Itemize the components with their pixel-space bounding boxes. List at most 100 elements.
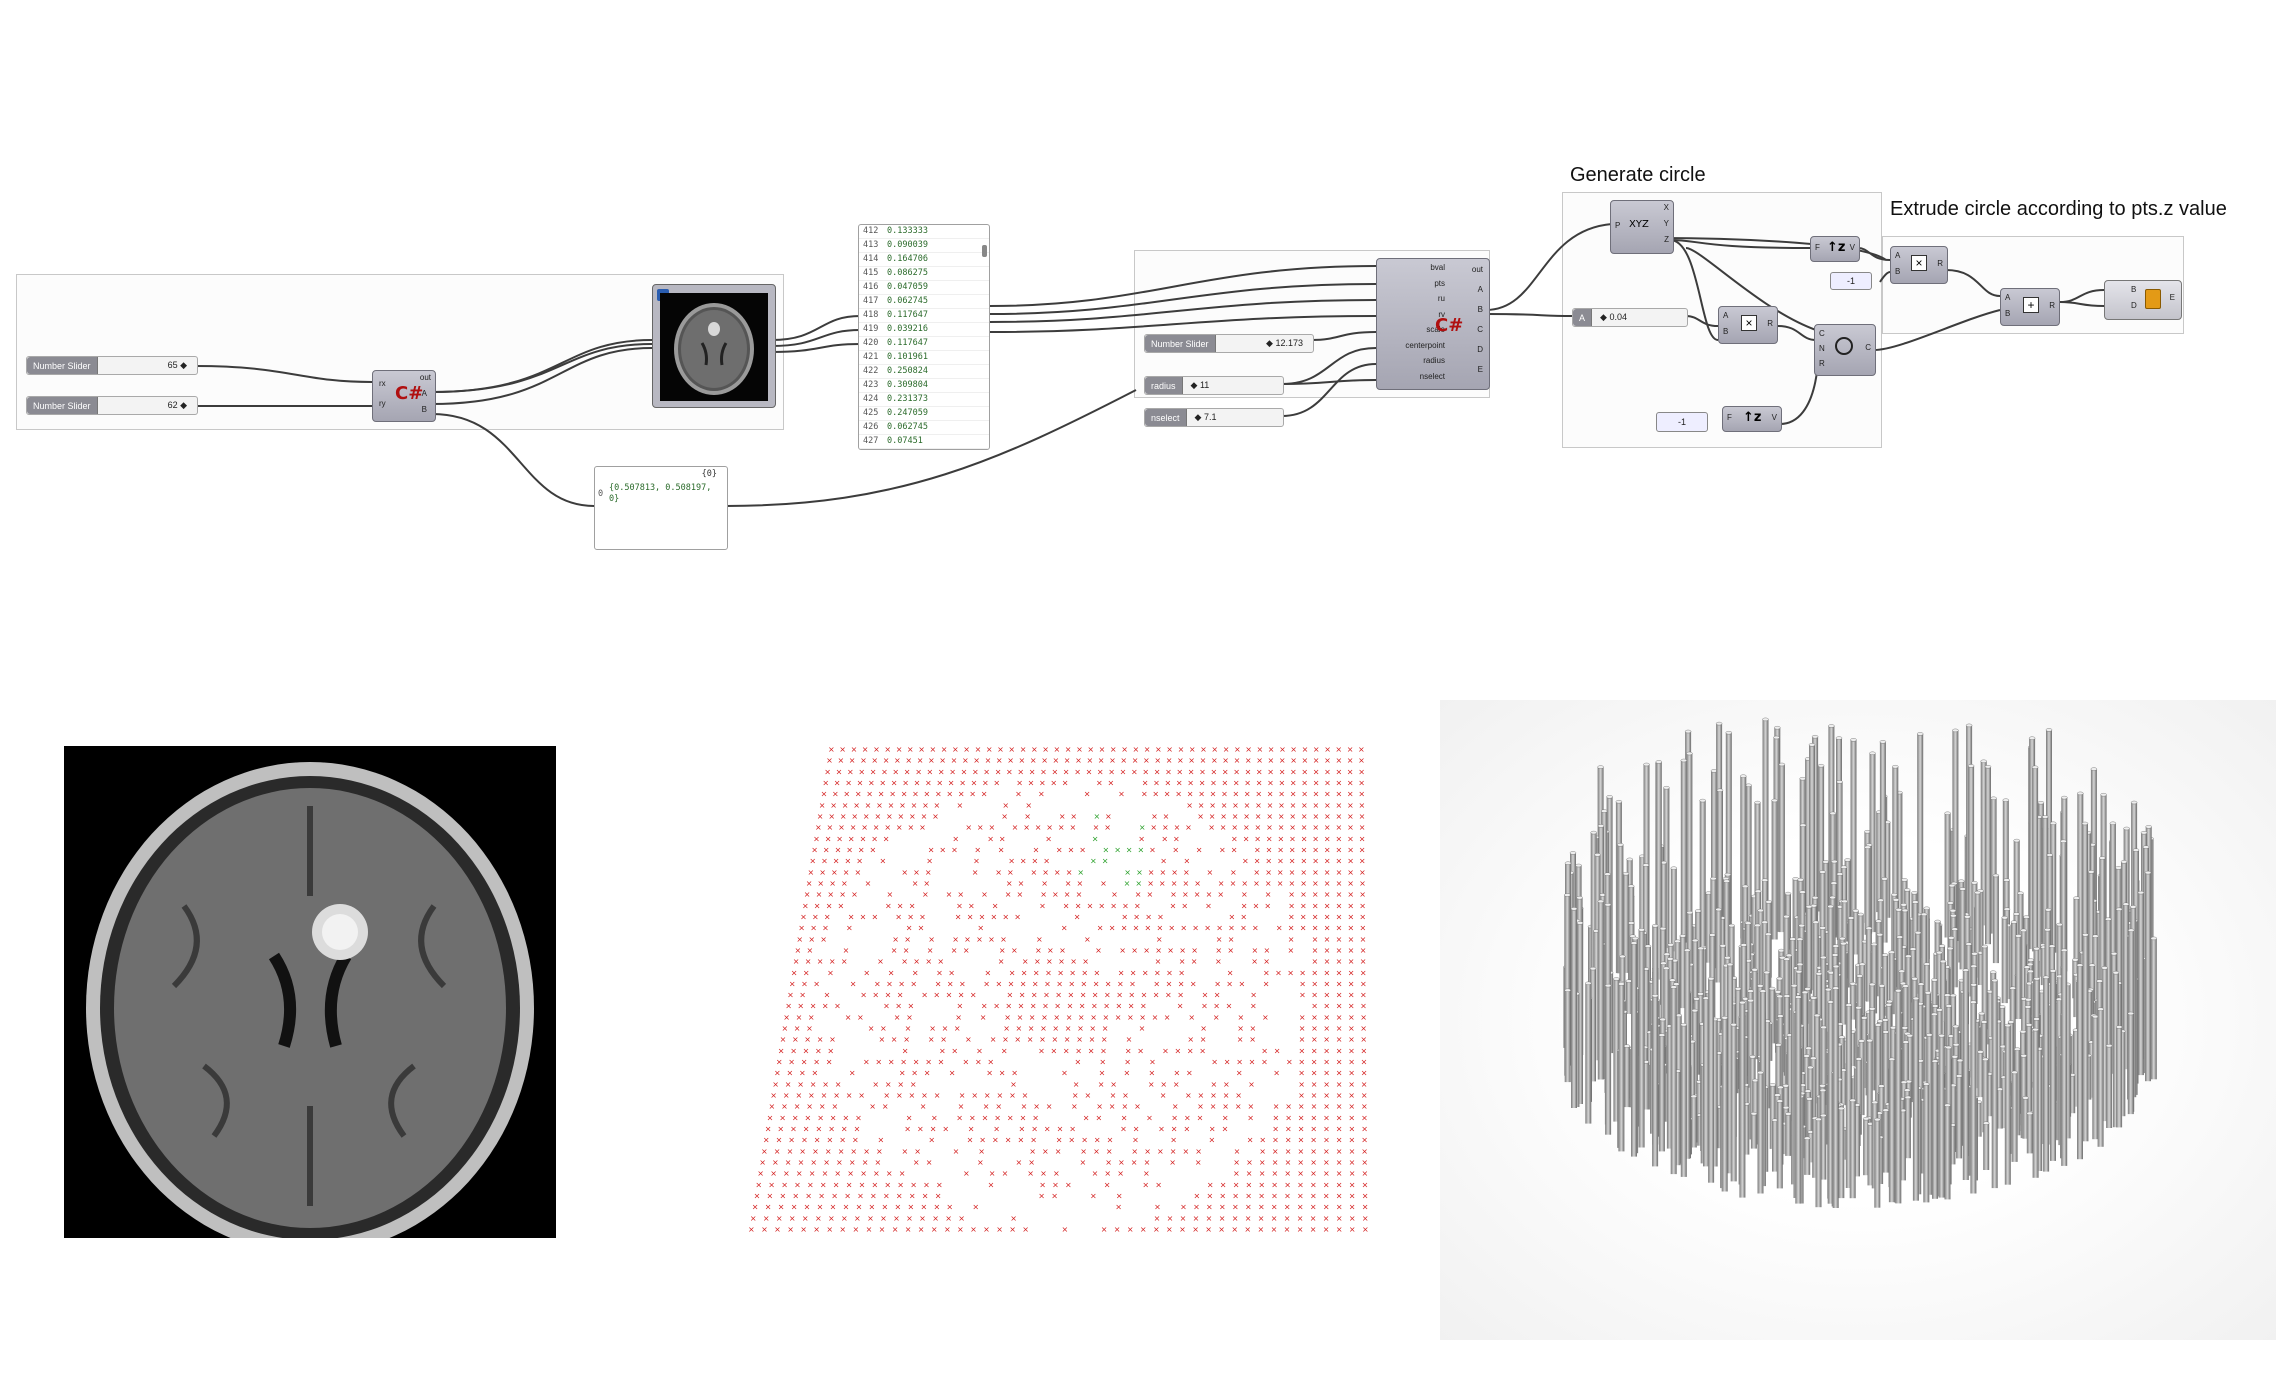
svg-text:×: × xyxy=(886,812,893,821)
input-port[interactable]: B xyxy=(1895,267,1901,276)
svg-text:×: × xyxy=(1244,1225,1251,1234)
extrude-component[interactable]: B D E xyxy=(2104,280,2182,320)
svg-text:×: × xyxy=(794,1102,801,1111)
svg-text:×: × xyxy=(1243,823,1250,832)
output-port[interactable]: Z xyxy=(1664,235,1669,244)
svg-text:×: × xyxy=(841,957,848,966)
output-port[interactable]: V xyxy=(1849,243,1855,252)
output-port[interactable]: C xyxy=(1477,325,1483,334)
csharp-component-small[interactable]: rx ry C# out A B xyxy=(372,370,436,422)
output-port[interactable]: B xyxy=(1477,305,1483,314)
output-port[interactable]: Y xyxy=(1663,219,1669,228)
image-sampler[interactable] xyxy=(652,284,776,408)
output-port[interactable]: R xyxy=(2049,301,2055,310)
input-port[interactable]: bval xyxy=(1430,263,1445,272)
svg-text:×: × xyxy=(1073,1080,1080,1089)
svg-text:×: × xyxy=(1323,1002,1330,1011)
svg-text:×: × xyxy=(1310,1214,1317,1223)
deconstruct-point-icon: XYZ xyxy=(1629,219,1649,230)
input-port[interactable]: F xyxy=(1727,413,1732,422)
input-port[interactable]: A xyxy=(1895,251,1901,260)
unit-z-component[interactable]: F ↑z V xyxy=(1810,236,1860,262)
input-port[interactable]: centerpoint xyxy=(1405,340,1445,350)
wire xyxy=(989,283,1377,315)
output-port[interactable]: R xyxy=(1767,319,1773,328)
multiplication-component[interactable]: A B × R xyxy=(1890,246,1948,284)
svg-text:×: × xyxy=(989,1169,996,1178)
svg-text:×: × xyxy=(1312,957,1319,966)
svg-text:×: × xyxy=(1089,1024,1096,1033)
svg-text:×: × xyxy=(1222,1113,1229,1122)
slider-a[interactable]: A ◆ 0.04 xyxy=(1572,308,1688,327)
slider-radius[interactable]: radius ◆ 11 xyxy=(1144,376,1284,395)
input-port[interactable]: F xyxy=(1815,243,1820,252)
output-port[interactable]: D xyxy=(1477,345,1483,354)
svg-text:×: × xyxy=(867,1214,874,1223)
svg-text:×: × xyxy=(880,857,887,866)
number-slider-rx[interactable]: Number Slider 65 ◆ xyxy=(26,356,198,375)
svg-text:×: × xyxy=(1055,991,1062,1000)
number-input[interactable]: -1 xyxy=(1656,412,1708,432)
input-port[interactable]: R xyxy=(1819,359,1825,368)
number-input[interactable]: -1 xyxy=(1830,272,1872,290)
multiplication-component[interactable]: A B × R xyxy=(1718,306,1778,344)
svg-text:×: × xyxy=(1029,1147,1036,1156)
svg-text:×: × xyxy=(928,1136,935,1145)
output-port[interactable]: X xyxy=(1663,203,1669,212)
deconstruct-point-component[interactable]: P XYZ X Y Z xyxy=(1610,200,1674,254)
input-port[interactable]: P xyxy=(1615,221,1621,230)
output-port[interactable]: V xyxy=(1771,413,1777,422)
svg-text:×: × xyxy=(1185,823,1192,832)
input-port[interactable]: pts xyxy=(1434,278,1445,288)
number-slider-ry[interactable]: Number Slider 62 ◆ xyxy=(26,396,198,415)
addition-component[interactable]: A B + R xyxy=(2000,288,2060,326)
input-port[interactable]: C xyxy=(1819,329,1825,338)
svg-text:×: × xyxy=(920,1102,927,1111)
svg-text:×: × xyxy=(780,1035,787,1044)
svg-text:×: × xyxy=(1197,812,1204,821)
input-port[interactable]: radius xyxy=(1423,356,1445,365)
output-port[interactable]: E xyxy=(1477,365,1483,374)
svg-text:×: × xyxy=(825,1147,832,1156)
input-port[interactable]: N xyxy=(1819,344,1825,353)
svg-text:×: × xyxy=(988,935,995,944)
input-port[interactable]: B xyxy=(1723,327,1729,336)
input-port[interactable]: rv xyxy=(1438,309,1445,319)
wire xyxy=(771,329,861,347)
output-port[interactable]: out xyxy=(1471,265,1483,274)
wire xyxy=(1669,239,1719,341)
input-port[interactable]: scale xyxy=(1426,325,1445,334)
circle-cnr-component[interactable]: C N R C xyxy=(1814,324,1876,376)
number-slider-scale[interactable]: Number Slider ◆ 12.173 xyxy=(1144,334,1314,353)
output-port[interactable]: B xyxy=(421,405,427,414)
output-port[interactable]: C xyxy=(1865,343,1871,352)
output-port[interactable]: E xyxy=(2169,293,2175,302)
csharp-component-main[interactable]: bval pts ru rv scale centerpoint radius nselect… xyxy=(1376,258,1490,390)
panel-scrollbar[interactable] xyxy=(982,245,987,257)
svg-text:×: × xyxy=(1272,1136,1279,1145)
output-port[interactable]: out xyxy=(419,373,431,382)
svg-text:×: × xyxy=(1277,868,1284,877)
input-port[interactable]: ru xyxy=(1437,294,1445,303)
svg-text:×: × xyxy=(818,1192,825,1201)
input-port[interactable]: A xyxy=(1723,311,1729,320)
svg-text:×: × xyxy=(1311,979,1318,988)
input-port[interactable]: A xyxy=(2005,293,2011,302)
output-port[interactable]: A xyxy=(1477,285,1483,294)
svg-text:×: × xyxy=(1074,767,1081,776)
slider-nselect[interactable]: nselect ◆ 7.1 xyxy=(1144,408,1284,427)
svg-text:×: × xyxy=(1047,946,1054,955)
data-panel-point[interactable]: {0} 0 {0.507813, 0.508197, 0} xyxy=(594,466,728,550)
unit-z-component[interactable]: F ↑z V xyxy=(1722,406,1782,432)
input-port[interactable]: B xyxy=(2131,285,2137,294)
input-port[interactable]: D xyxy=(2131,301,2137,310)
svg-text:×: × xyxy=(944,1225,951,1234)
input-port[interactable]: rx xyxy=(379,379,386,388)
grasshopper-canvas[interactable]: Generate circle Extrude circle according… xyxy=(0,0,2276,720)
input-port[interactable]: B xyxy=(2005,309,2011,318)
output-port[interactable]: R xyxy=(1937,259,1943,268)
output-port[interactable]: A xyxy=(421,389,427,398)
input-port[interactable]: nselect xyxy=(1419,371,1445,381)
input-port[interactable]: ry xyxy=(379,399,386,408)
